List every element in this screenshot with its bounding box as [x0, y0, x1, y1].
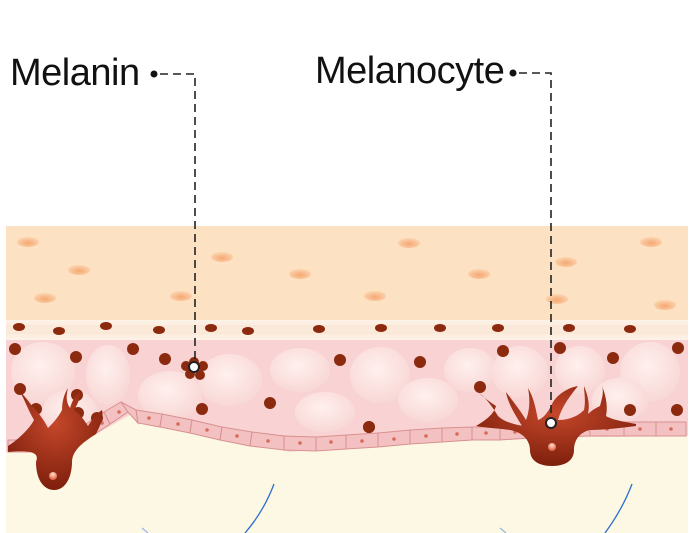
melanocyte-leader-line	[509, 69, 557, 429]
melanocyte-left	[8, 388, 103, 490]
melanin-leader-line	[150, 70, 200, 373]
granular-layer	[6, 320, 688, 340]
melanin-granules	[9, 322, 684, 433]
corneum-pores	[17, 237, 676, 310]
melanin-label: Melanin	[10, 52, 140, 94]
granular-band-lines	[6, 325, 688, 334]
dermis-fibers	[141, 483, 633, 533]
stratum-corneum-layer	[6, 226, 688, 322]
melanocyte-label: Melanocyte	[315, 50, 505, 92]
